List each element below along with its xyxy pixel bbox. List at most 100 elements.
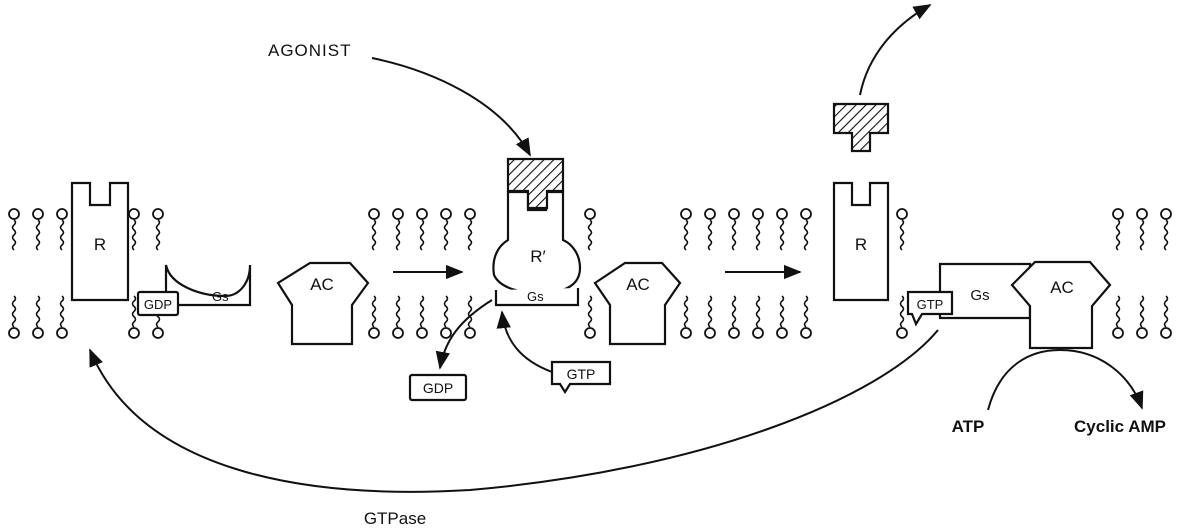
receptor-left-label: R [94, 235, 106, 254]
lipid-head [896, 327, 908, 339]
lipid-tail [371, 295, 377, 328]
lipid-tail [1139, 219, 1145, 251]
lipid-head [8, 327, 20, 339]
lipid-tail [35, 295, 41, 328]
ac-1-label: AC [310, 275, 334, 294]
lipid-head [128, 208, 140, 220]
lipid-head [728, 208, 740, 220]
atp-label: ATP [952, 417, 985, 436]
gdp-release-arrow [435, 299, 493, 370]
lipid-head [752, 327, 764, 339]
gtp-bound-label: GTP [917, 297, 944, 312]
lipid-head [680, 208, 692, 220]
agonist-released [832, 102, 890, 153]
lipid-tail [155, 219, 161, 251]
lipid-head [776, 208, 788, 220]
lipid-tail [1163, 219, 1169, 251]
receptor-activated: R′ [492, 157, 582, 295]
lipid-head [776, 327, 788, 339]
lipid-tail [1115, 219, 1121, 251]
lipid-head [680, 327, 692, 339]
lipid-tail [803, 295, 809, 328]
lipid-bilayer [8, 208, 1172, 339]
lipid-tail [419, 295, 425, 328]
lipid-tail [899, 295, 905, 328]
lipid-tail [419, 219, 425, 251]
lipid-tail [779, 219, 785, 251]
lipid-tail [803, 219, 809, 251]
lipid-head [704, 208, 716, 220]
lipid-tail [587, 219, 593, 251]
lipid-head [752, 208, 764, 220]
lipid-tail [731, 295, 737, 328]
agonist-arrow [371, 57, 531, 157]
gs-gdp-left: Gs GDP [136, 264, 252, 317]
lipid-tail [467, 295, 473, 328]
lipid-head [1160, 327, 1172, 339]
lipid-head [800, 327, 812, 339]
lipid-head [896, 208, 908, 220]
lipid-head [464, 208, 476, 220]
lipid-tail [443, 219, 449, 251]
lipid-tail [131, 295, 137, 328]
gs-left-label: Gs [212, 289, 229, 304]
lipid-tail [707, 295, 713, 328]
lipid-head [368, 327, 380, 339]
agonist-leave-arrow [859, 4, 932, 96]
lipid-head [1112, 208, 1124, 220]
lipid-head [8, 208, 20, 220]
lipid-head [440, 327, 452, 339]
lipid-head [1136, 327, 1148, 339]
agonist-bound [506, 157, 565, 210]
lipid-tail [779, 295, 785, 328]
gs-center-label: Gs [527, 289, 544, 304]
lipid-tail [443, 295, 449, 328]
lipid-tail [899, 219, 905, 251]
lipid-tail [755, 219, 761, 251]
ac-3-label: AC [1050, 278, 1074, 297]
lipid-head [152, 208, 164, 220]
ac-2-label: AC [626, 275, 650, 294]
lipid-tail [11, 219, 17, 251]
lipid-head [128, 327, 140, 339]
lipid-head [1136, 208, 1148, 220]
cyclic-amp-label: Cyclic AMP [1074, 417, 1166, 436]
lipid-head [464, 327, 476, 339]
receptor-right-label: R [855, 235, 867, 254]
adenylate-cyclase-1: AC [276, 261, 370, 346]
lipid-head [800, 208, 812, 220]
lipid-tail [371, 219, 377, 251]
gdp-left-label: GDP [144, 297, 172, 312]
receptor-left: R [70, 181, 130, 302]
atp-conversion-arrow [987, 348, 1144, 411]
lipid-tail [59, 295, 65, 328]
lipid-head [32, 327, 44, 339]
lipid-tail [683, 219, 689, 251]
gs-right-label: Gs [970, 287, 989, 304]
lipid-head [728, 327, 740, 339]
lipid-head [416, 327, 428, 339]
receptor-activated-label: R′ [530, 247, 545, 266]
receptor-right: R [832, 181, 890, 302]
lipid-head [392, 327, 404, 339]
lipid-head [152, 327, 164, 339]
lipid-tail [467, 219, 473, 251]
gtp-entering-label: GTP [567, 366, 596, 382]
gtp-binding-arrow [496, 310, 553, 373]
gdp-released-label: GDP [423, 380, 453, 396]
gtpase-label: GTPase [364, 509, 426, 528]
lipid-tail [131, 219, 137, 251]
lipid-head [704, 327, 716, 339]
lipid-tail [35, 219, 41, 251]
lipid-head [32, 208, 44, 220]
lipid-tail [395, 295, 401, 328]
lipid-tail [587, 295, 593, 328]
lipid-head [584, 208, 596, 220]
lipid-head [392, 208, 404, 220]
lipid-tail [11, 295, 17, 328]
lipid-head [1160, 208, 1172, 220]
agonist-label: AGONIST [268, 41, 352, 60]
lipid-head [1112, 327, 1124, 339]
